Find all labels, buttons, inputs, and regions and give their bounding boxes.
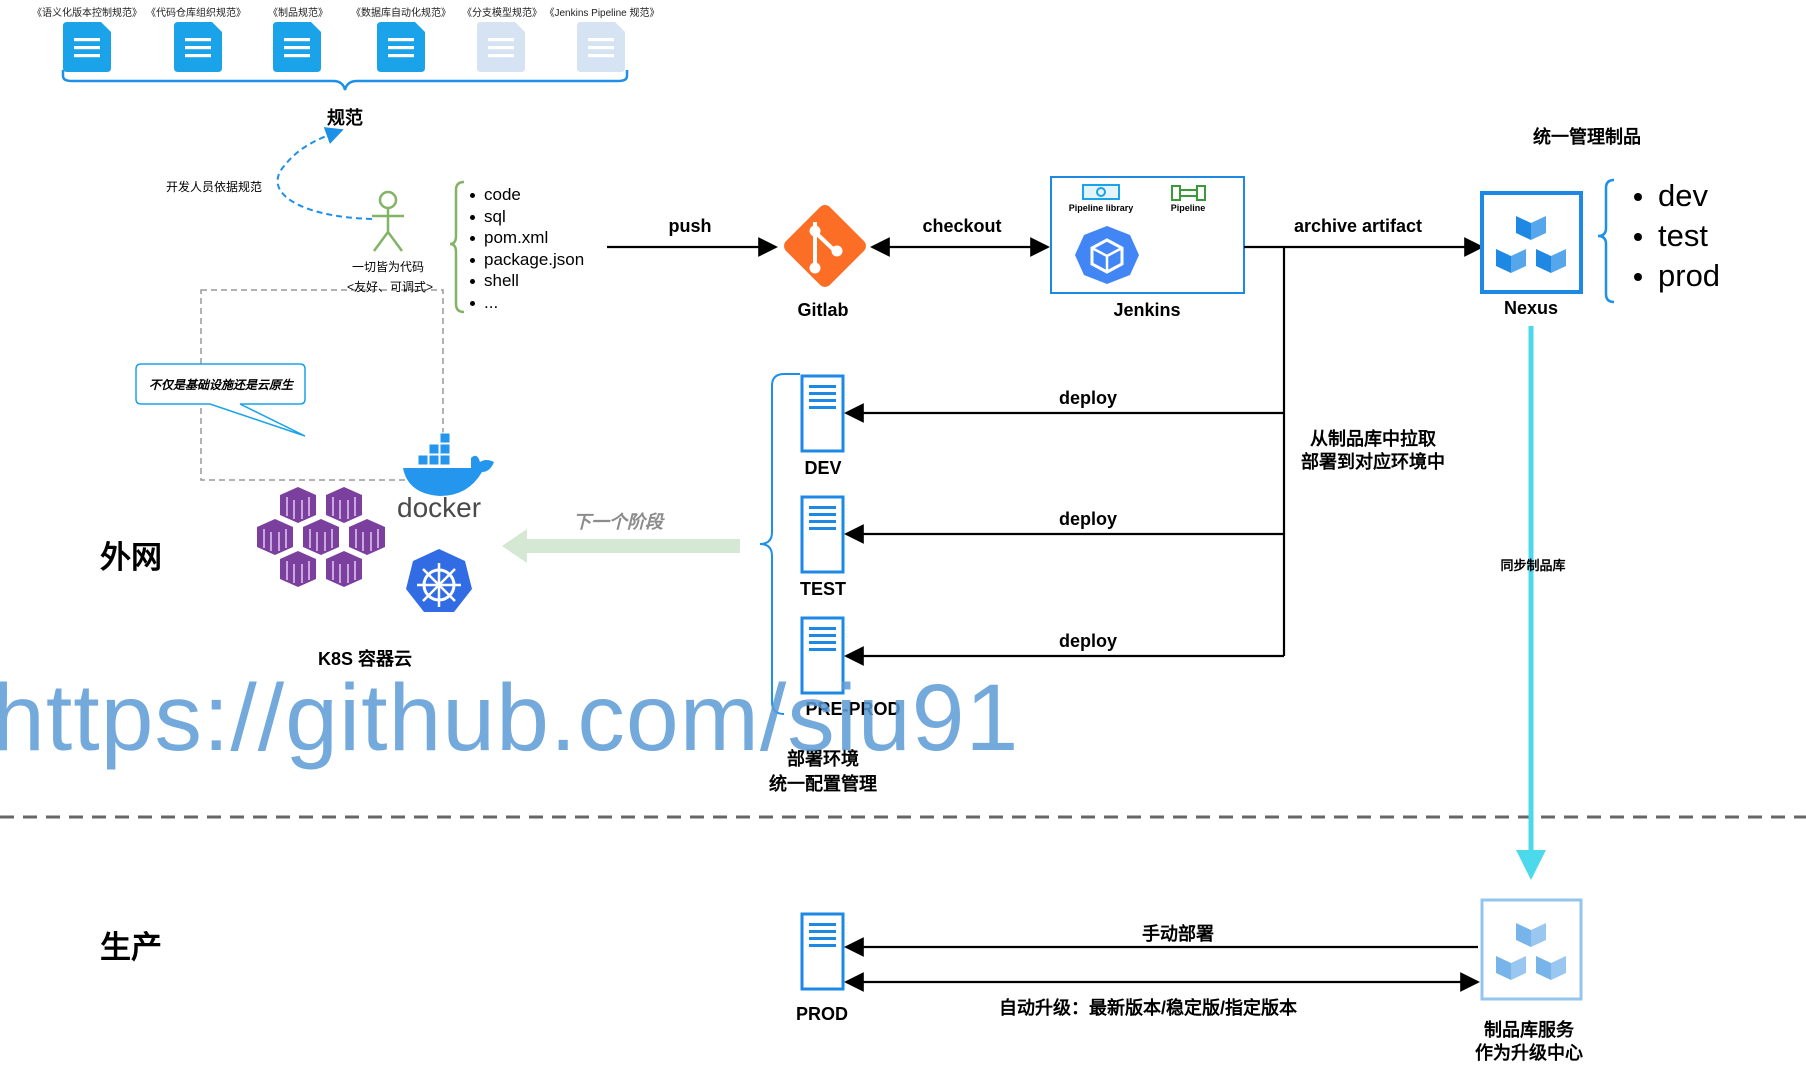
nexus-title: 统一管理制品 — [1533, 127, 1641, 147]
auto-upgrade-label: 自动升级：最新版本/稳定版/指定版本 — [998, 998, 1298, 1018]
pipeline-label: Pipeline — [1170, 203, 1206, 213]
doc-label: 《语义化版本控制规范》 — [32, 8, 142, 19]
env-config-line1: 部署环境 — [787, 749, 859, 769]
repo-service-line2: 作为升级中心 — [1475, 1043, 1583, 1063]
doc-label: 《Jenkins Pipeline 规范》 — [544, 8, 660, 19]
env-list: dev test prod — [1614, 176, 1720, 296]
code-item: package.json — [464, 249, 584, 271]
deploy-label: deploy — [1058, 631, 1118, 651]
sync-label: 同步制品库 — [1500, 558, 1566, 573]
manual-deploy-label: 手动部署 — [1142, 924, 1214, 944]
k8s-label: K8S 容器云 — [317, 649, 413, 669]
gitlab-label: Gitlab — [797, 300, 849, 320]
doc-label: 《数据库自动化规范》 — [351, 8, 451, 19]
environment-brace — [759, 373, 800, 715]
kubernetes-icon — [406, 549, 472, 612]
test-label: TEST — [799, 579, 847, 599]
jenkins-icon — [1075, 226, 1139, 284]
next-stage-arrow — [502, 529, 740, 563]
code-item: code — [464, 184, 584, 206]
env-item: prod — [1614, 256, 1720, 296]
code-brace — [449, 180, 465, 314]
container-icon — [256, 486, 386, 588]
document-icons — [63, 22, 625, 72]
server-icon — [800, 495, 845, 574]
docker-icon — [403, 432, 494, 496]
doc-label: 《代码仓库组织规范》 — [146, 8, 246, 19]
checkout-label: checkout — [922, 216, 1002, 236]
next-stage-label: 下一个阶段 — [573, 512, 663, 532]
document-icon — [577, 22, 625, 72]
document-icon — [63, 22, 111, 72]
cloud-callout-bubble — [135, 363, 306, 437]
code-item: pom.xml — [464, 227, 584, 249]
preprod-label: PRE-PROD — [805, 699, 901, 719]
pull-line1: 从制品库中拉取 — [1310, 429, 1436, 449]
jenkins-label: Jenkins — [1113, 300, 1181, 320]
developer-line2: <友好、可调式> — [346, 280, 434, 294]
doc-label: 《分支模型规范》 — [462, 8, 542, 19]
deploy-label: deploy — [1058, 509, 1118, 529]
pipeline-library-icon — [1082, 184, 1120, 200]
code-list: code sql pom.xml package.json shell ... — [464, 184, 584, 313]
document-icon — [174, 22, 222, 72]
env-brace — [1597, 178, 1615, 304]
nexus-icon — [1480, 191, 1583, 294]
person-icon — [372, 190, 404, 252]
gitlab-icon — [784, 205, 866, 287]
code-item: shell — [464, 270, 584, 292]
pull-line2: 部署到对应环境中 — [1301, 452, 1445, 472]
pipeline-library-label: Pipeline library — [1068, 203, 1134, 213]
code-item: ... — [464, 292, 584, 314]
developer-follow-label: 开发人员依据规范 — [166, 180, 263, 194]
archive-label: archive artifact — [1293, 216, 1423, 236]
doc-label: 《制品规范》 — [268, 8, 328, 19]
cloud-region — [200, 289, 444, 481]
document-icon — [273, 22, 321, 72]
push-label: push — [668, 216, 712, 236]
server-icon — [800, 912, 845, 991]
env-item: dev — [1614, 176, 1720, 216]
developer-line1: 一切皆为代码 — [351, 260, 425, 274]
cloud-callout: 不仅是基础设施还是云原生 — [148, 378, 293, 392]
server-icon — [800, 374, 845, 453]
deploy-label: deploy — [1058, 388, 1118, 408]
nexus-label: Nexus — [1503, 298, 1559, 318]
jenkins-box — [1050, 176, 1245, 294]
prod-label: PROD — [795, 1004, 849, 1024]
pipeline-icon — [1171, 185, 1206, 201]
dev-label: DEV — [804, 458, 842, 478]
zone-external-label: 外网 — [100, 540, 162, 575]
document-icon — [377, 22, 425, 72]
watermark: https://github.com/siu91 — [0, 665, 1020, 771]
spec-brace — [61, 70, 629, 91]
repo-service-line1: 制品库服务 — [1484, 1020, 1574, 1040]
follow-arrow — [276, 127, 373, 220]
env-item: test — [1614, 216, 1720, 256]
env-config-line2: 统一配置管理 — [769, 774, 877, 794]
document-icon — [477, 22, 525, 72]
spec-label: 规范 — [327, 108, 363, 128]
code-item: sql — [464, 206, 584, 228]
repo-service-icon — [1480, 898, 1583, 1001]
docker-label: docker — [397, 492, 482, 523]
zone-production-label: 生产 — [100, 930, 162, 965]
